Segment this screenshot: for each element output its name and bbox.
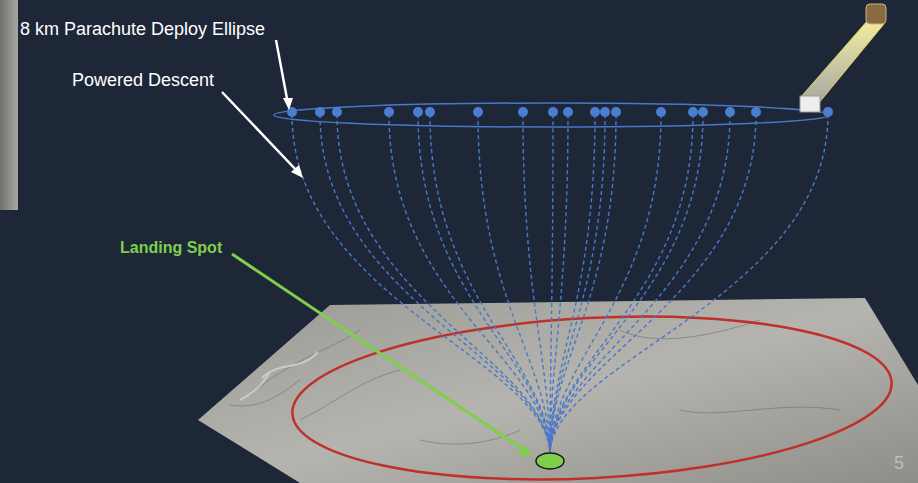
trajectory-line <box>550 114 693 455</box>
deploy-point <box>384 107 394 117</box>
trajectory-line <box>550 114 661 455</box>
deploy-point <box>315 107 325 117</box>
landing-ellipse <box>288 302 896 483</box>
descent-trajectories <box>287 107 833 455</box>
terrain-texture <box>230 320 840 444</box>
descent-label: Powered Descent <box>72 70 214 92</box>
photo-strip <box>0 0 18 210</box>
trajectory-line <box>478 114 550 455</box>
deploy-point <box>688 107 698 117</box>
trajectory-line <box>550 114 828 455</box>
deploy-point <box>823 107 833 117</box>
deploy-point <box>725 107 735 117</box>
landing-arrow <box>232 254 532 456</box>
deploy-point <box>425 107 435 117</box>
ellipse-label: 8 km Parachute Deploy Ellipse <box>20 19 265 41</box>
deploy-ellipse <box>274 103 830 127</box>
trajectory-line <box>389 114 550 455</box>
deploy-point <box>656 107 666 117</box>
trajectory-line <box>550 114 730 455</box>
deploy-point <box>473 107 483 117</box>
trajectory-line <box>320 114 550 455</box>
page-number: 5 <box>894 453 904 475</box>
trajectory-line <box>292 114 550 455</box>
trajectory-line <box>523 114 550 455</box>
deploy-point <box>590 107 600 117</box>
deploy-point <box>413 107 423 117</box>
deploy-point <box>611 107 621 117</box>
deploy-point <box>563 107 573 117</box>
trajectory-line <box>337 114 550 455</box>
landing-label: Landing Spot <box>120 238 222 257</box>
deploy-point <box>332 107 342 117</box>
trajectory-line <box>550 114 756 455</box>
deploy-point <box>518 107 528 117</box>
landing-spot <box>536 453 564 469</box>
leader-arrows <box>222 40 303 178</box>
trajectory-line <box>430 114 550 455</box>
deploy-point <box>548 107 558 117</box>
descent-vehicle <box>800 4 886 112</box>
trajectory-line <box>550 114 568 455</box>
deploy-point <box>600 107 610 117</box>
trajectory-line <box>550 114 605 455</box>
deploy-point <box>751 107 761 117</box>
deploy-point <box>698 107 708 117</box>
trajectory-line <box>550 114 703 455</box>
trajectory-line <box>418 114 550 455</box>
